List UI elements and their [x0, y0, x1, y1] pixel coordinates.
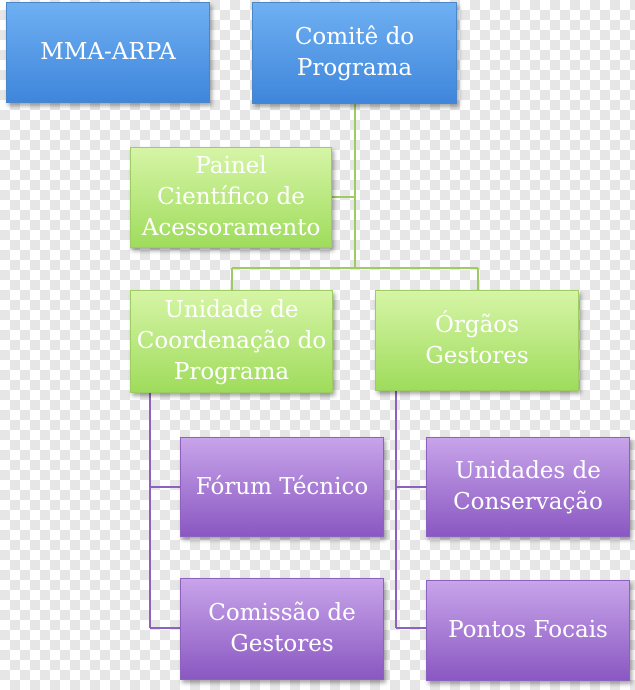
- node-painel-cientifico: Painel Científico de Acessoramento: [130, 147, 332, 248]
- node-pontos-focais: Pontos Focais: [426, 580, 630, 681]
- node-unidades-de-conservacao: Unidades de Conservação: [426, 437, 630, 537]
- node-comissao-de-gestores: Comissão de Gestores: [180, 578, 384, 680]
- node-mma-arpa: MMA-ARPA: [6, 2, 210, 103]
- node-orgaos-gestores: Órgãos Gestores: [375, 290, 579, 391]
- node-forum-tecnico: Fórum Técnico: [180, 437, 384, 537]
- node-unidade-de-coordenacao: Unidade de Coordenação do Programa: [130, 290, 333, 393]
- node-comite-do-programa: Comitê do Programa: [252, 2, 457, 104]
